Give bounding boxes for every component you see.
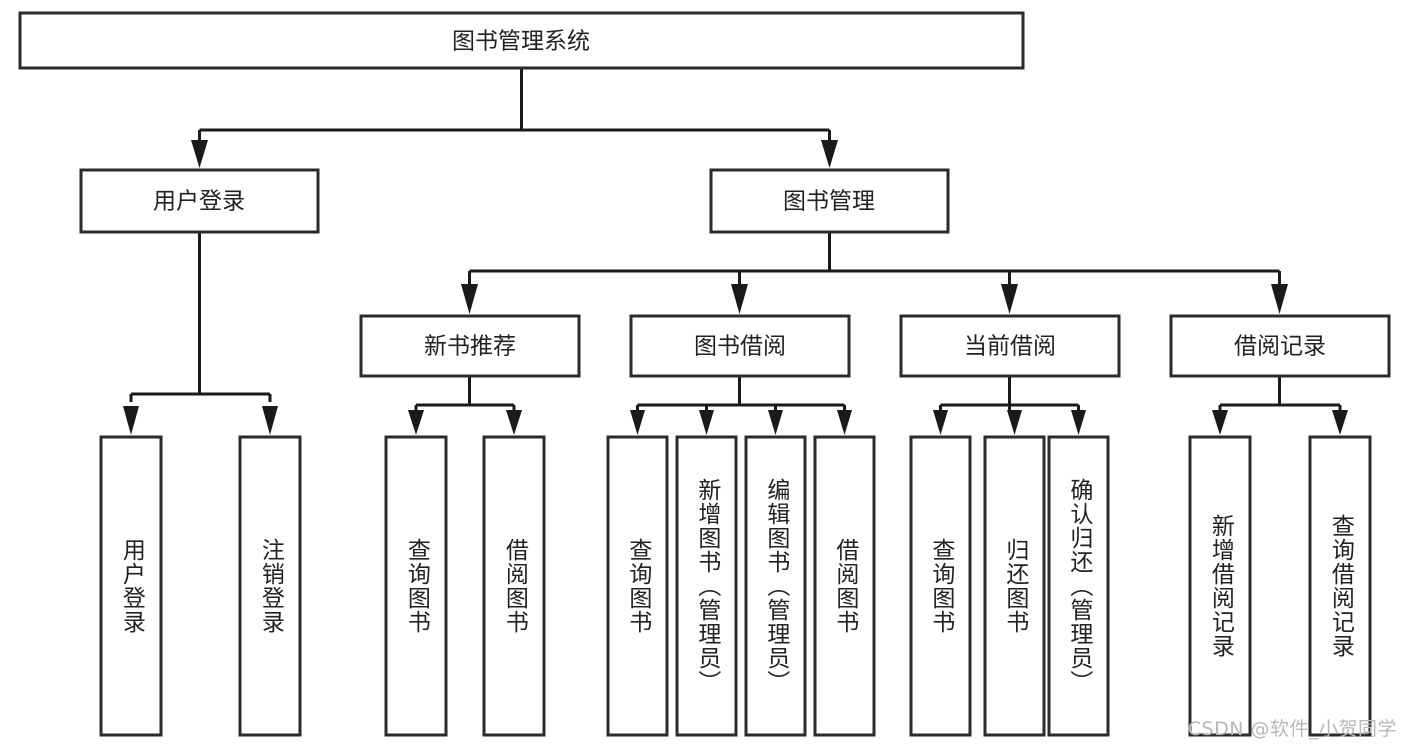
connector-currentborrow-to-leaves — [933, 376, 1086, 435]
leaf-rects — [99, 435, 1372, 737]
connector-root-to-level2 — [191, 68, 838, 168]
node-leaf-add-book-rect[interactable] — [675, 435, 738, 737]
connector-userlogin-to-leaves — [123, 232, 278, 435]
node-leaf-add-record-rect[interactable] — [1188, 435, 1252, 737]
node-new-book-rec[interactable]: 新书推荐 — [359, 314, 581, 378]
node-new-book-rec-rect — [359, 314, 581, 378]
node-book-manage-label: 图书管理 — [783, 189, 875, 215]
node-leaf-edit-book-rect[interactable] — [744, 435, 807, 737]
node-leaf-query-book-2-rect[interactable] — [606, 435, 669, 737]
node-leaf-query-record-rect[interactable] — [1308, 435, 1372, 737]
connector-bookmanage-to-level3 — [461, 232, 1288, 314]
node-book-borrow-label: 图书借阅 — [694, 334, 786, 360]
node-leaf-return-book-rect[interactable] — [983, 435, 1046, 737]
node-borrow-record-rect — [1169, 314, 1391, 378]
node-user-login-rect — [79, 168, 320, 234]
connector-borrowrecord-to-leaves — [1212, 376, 1348, 435]
node-book-manage[interactable]: 图书管理 — [709, 168, 950, 234]
node-book-borrow-rect — [629, 314, 851, 378]
node-root-label: 图书管理系统 — [452, 29, 590, 55]
connector-newbook-to-leaves — [408, 376, 522, 435]
node-leaf-borrow-book-2-rect[interactable] — [813, 435, 876, 737]
node-leaf-confirm-return-rect[interactable] — [1047, 435, 1110, 737]
node-root-rect — [18, 11, 1025, 70]
node-leaf-user-login-rect[interactable] — [99, 435, 163, 737]
node-user-login-label: 用户登录 — [153, 189, 245, 215]
node-user-login[interactable]: 用户登录 — [79, 168, 320, 234]
connector-bookborrow-to-leaves — [630, 376, 852, 435]
node-borrow-record-label: 借阅记录 — [1234, 334, 1326, 360]
node-root[interactable]: 图书管理系统 — [18, 11, 1025, 70]
node-current-borrow-label: 当前借阅 — [964, 334, 1056, 360]
node-book-manage-rect — [709, 168, 950, 234]
node-leaf-borrow-book-1-rect[interactable] — [482, 435, 546, 737]
node-borrow-record[interactable]: 借阅记录 — [1169, 314, 1391, 378]
node-leaf-query-book-3-rect[interactable] — [909, 435, 972, 737]
node-book-borrow[interactable]: 图书借阅 — [629, 314, 851, 378]
node-new-book-rec-label: 新书推荐 — [424, 334, 516, 360]
node-leaf-logout-rect[interactable] — [238, 435, 302, 737]
node-current-borrow-rect — [899, 314, 1121, 378]
node-leaf-query-book-1-rect[interactable] — [384, 435, 448, 737]
node-current-borrow[interactable]: 当前借阅 — [899, 314, 1121, 378]
csdn-watermark: CSDN @软件_小贺同学 — [1187, 718, 1397, 740]
